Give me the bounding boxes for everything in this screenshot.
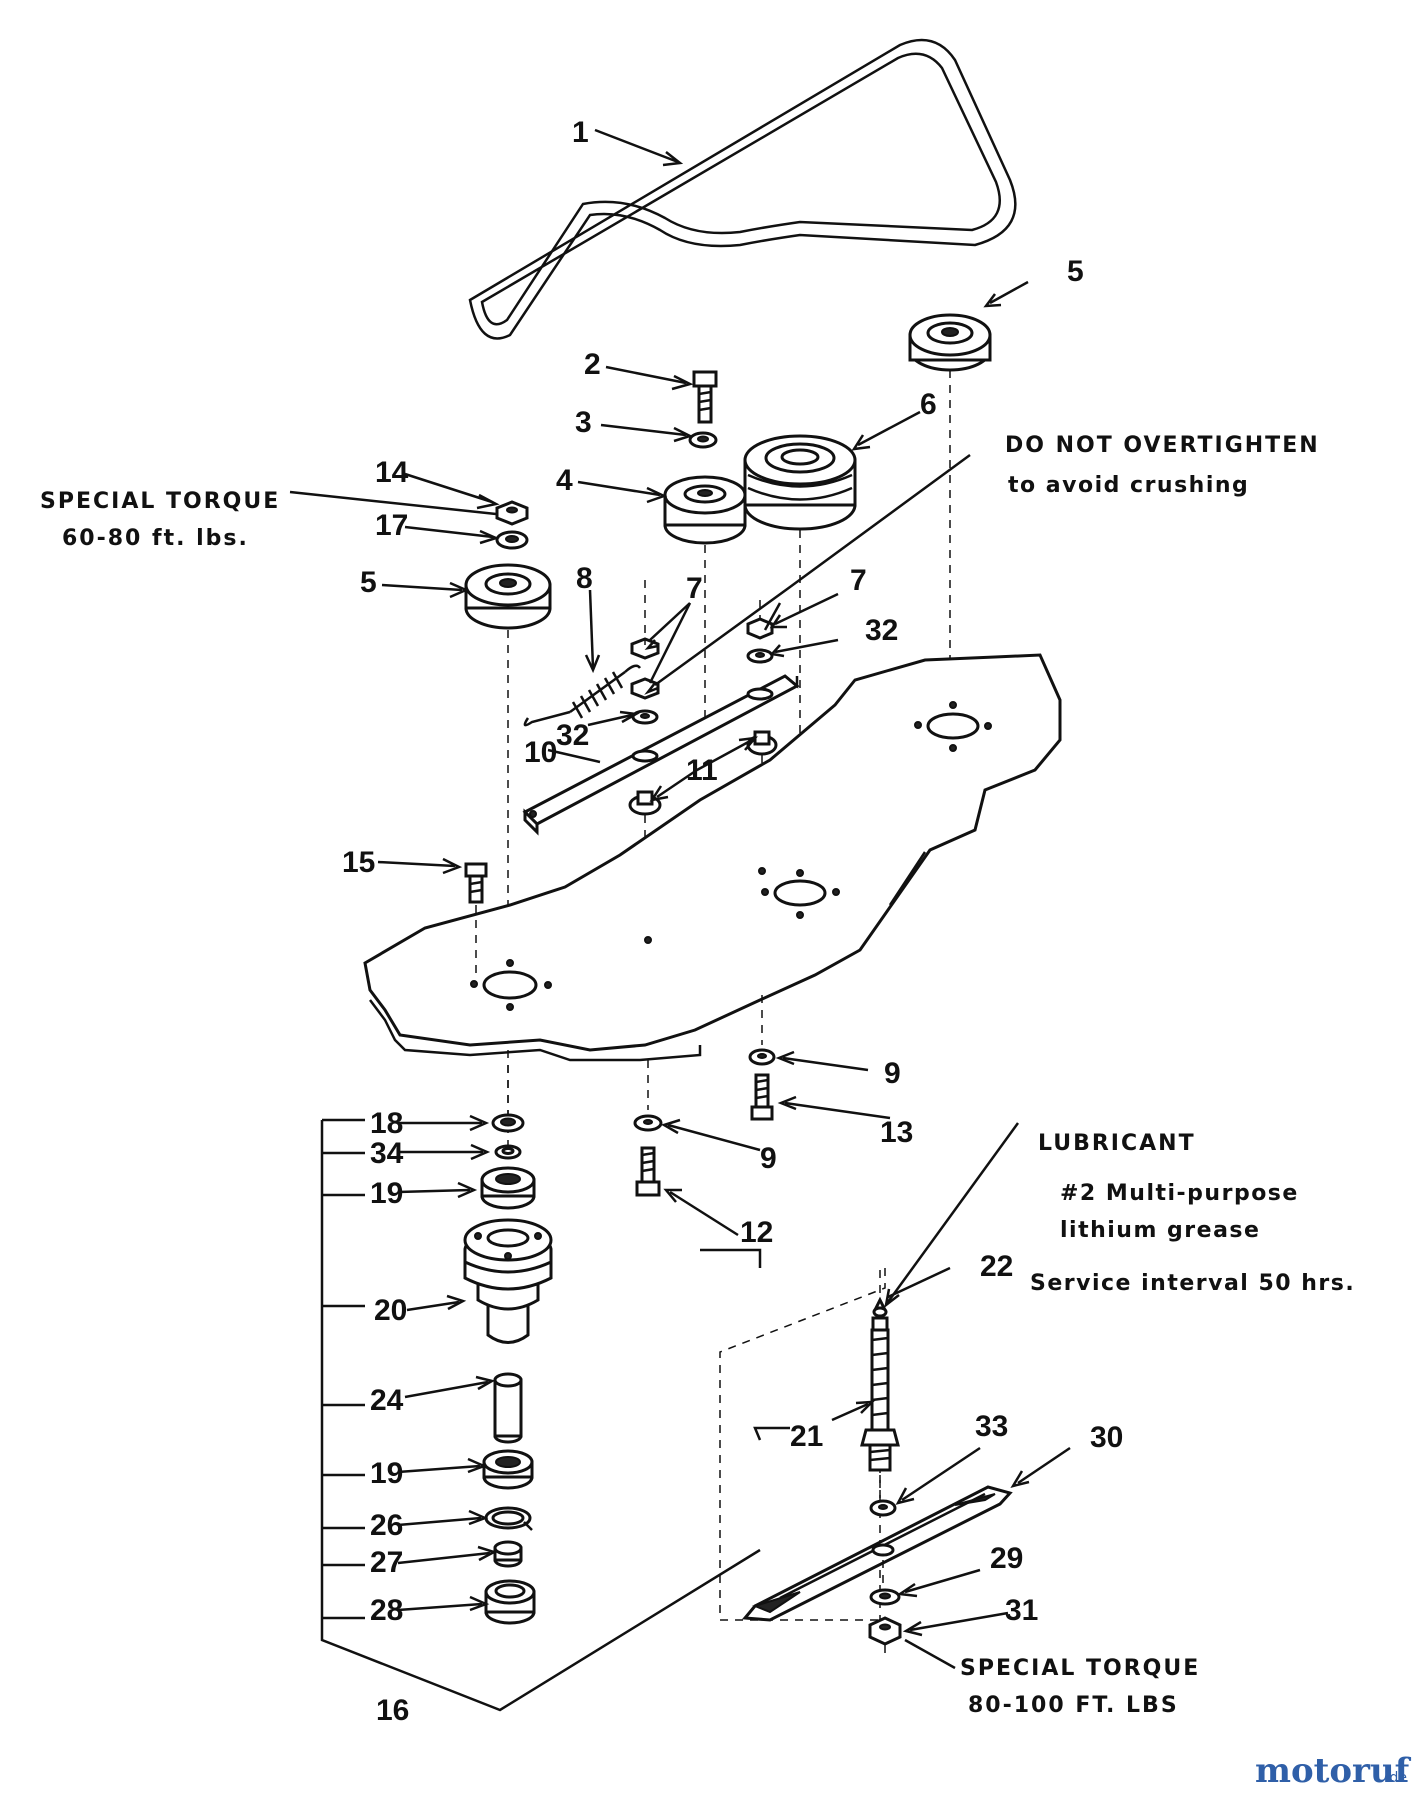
lubricant-grease: lithium grease [1060, 1218, 1260, 1243]
bolt-15 [464, 862, 488, 904]
mower-deck-plate [363, 653, 1062, 1062]
washer-9-middle [633, 1114, 663, 1132]
callout-26: 26 [370, 1509, 403, 1542]
washer-34 [494, 1144, 522, 1160]
callout-31: 31 [1005, 1594, 1038, 1627]
spindle-housing-20 [463, 1218, 553, 1344]
callout-6: 6 [920, 388, 937, 421]
callout-32-left: 32 [556, 719, 589, 752]
bolt-13 [750, 1073, 774, 1121]
callout-8: 8 [576, 562, 593, 595]
nut-14 [495, 500, 529, 526]
callout-19-top: 19 [370, 1177, 403, 1210]
callout-17: 17 [375, 509, 408, 542]
overtighten-title: DO NOT OVERTIGHTEN [1005, 433, 1320, 458]
leader-lines [289, 128, 1071, 1670]
annotations: SPECIAL TORQUE 60-80 ft. lbs. DO NOT OVE… [40, 433, 1355, 1718]
overtighten-detail: to avoid crushing [1008, 473, 1249, 498]
assembly-bracket-16 [320, 1118, 761, 1712]
callout-11: 11 [686, 754, 718, 787]
washer-33 [869, 1499, 897, 1517]
callout-19-bottom: 19 [370, 1457, 403, 1490]
callout-32-right: 32 [865, 614, 898, 647]
blade-30 [741, 1485, 1013, 1622]
callout-24: 24 [370, 1384, 404, 1417]
spring-8 [523, 664, 642, 727]
callout-7-left: 7 [686, 572, 703, 605]
lubricant-title: LUBRICANT [1038, 1131, 1196, 1156]
washer-32-right [746, 648, 774, 664]
callout-14: 14 [375, 456, 409, 489]
callout-33: 33 [975, 1410, 1008, 1443]
callout-20: 20 [374, 1294, 407, 1327]
spacer-27 [493, 1540, 523, 1568]
lubricant-type: #2 Multi-purpose [1060, 1181, 1299, 1206]
callout-4: 4 [556, 464, 573, 497]
watermark-suffix: .de [1385, 1770, 1407, 1786]
callout-16: 16 [376, 1694, 409, 1727]
snap-ring-26 [484, 1506, 533, 1531]
callout-18: 18 [370, 1107, 403, 1140]
callout-2: 2 [584, 348, 601, 381]
callout-15: 15 [342, 846, 375, 879]
callout-5-right: 5 [1067, 255, 1084, 288]
callout-22: 22 [980, 1250, 1013, 1283]
callout-9-right: 9 [884, 1057, 901, 1090]
callout-29: 29 [990, 1542, 1023, 1575]
spacer-24 [493, 1372, 523, 1444]
callout-13: 13 [880, 1116, 913, 1149]
torque-top-value: 60-80 ft. lbs. [62, 526, 249, 551]
idler-pulley-right [908, 313, 992, 372]
callout-5-left: 5 [360, 566, 377, 599]
idler-pulley-left [464, 563, 552, 630]
callout-27: 27 [370, 1546, 403, 1579]
callout-10: 10 [524, 736, 557, 769]
nut-7-middle [630, 677, 660, 700]
callout-21: 21 [790, 1420, 823, 1453]
service-interval: Service interval 50 hrs. [1030, 1271, 1355, 1296]
bolt-12 [635, 1146, 661, 1197]
washer-17 [495, 530, 529, 550]
pulley-4 [663, 475, 747, 545]
callout-34: 34 [370, 1137, 404, 1170]
callout-1: 1 [572, 116, 589, 149]
washer-3 [688, 431, 718, 449]
washer-29 [869, 1588, 901, 1606]
seal-28 [484, 1579, 536, 1625]
washer-32-left [631, 709, 659, 725]
torque-top-title: SPECIAL TORQUE [40, 489, 280, 514]
callout-9-middle: 9 [760, 1142, 777, 1175]
spindle-shaft-22 [860, 1296, 900, 1472]
callout-numbers: 1 2 3 4 5 5 6 7 7 8 9 9 10 11 12 13 14 1… [342, 116, 1123, 1727]
v-belt [468, 38, 1017, 340]
watermark-logo: motoruf .de [1255, 1751, 1412, 1791]
washer-9-right [748, 1048, 776, 1066]
callout-30: 30 [1090, 1421, 1123, 1454]
idler-arm-10 [522, 674, 800, 836]
washer-18 [491, 1113, 525, 1133]
callout-12: 12 [740, 1216, 773, 1249]
bearing-19-top [480, 1166, 536, 1210]
callout-28: 28 [370, 1594, 403, 1627]
bolt-2 [692, 370, 718, 424]
torque-bottom-title: SPECIAL TORQUE [960, 1656, 1200, 1681]
bearing-19-bottom [482, 1449, 534, 1490]
double-pulley-6 [743, 434, 857, 531]
callout-7-right: 7 [850, 564, 867, 597]
watermark-brand: motoruf [1255, 1751, 1412, 1791]
nut-31 [868, 1616, 902, 1646]
callout-3: 3 [575, 406, 592, 439]
torque-bottom-value: 80-100 FT. LBS [968, 1693, 1179, 1718]
